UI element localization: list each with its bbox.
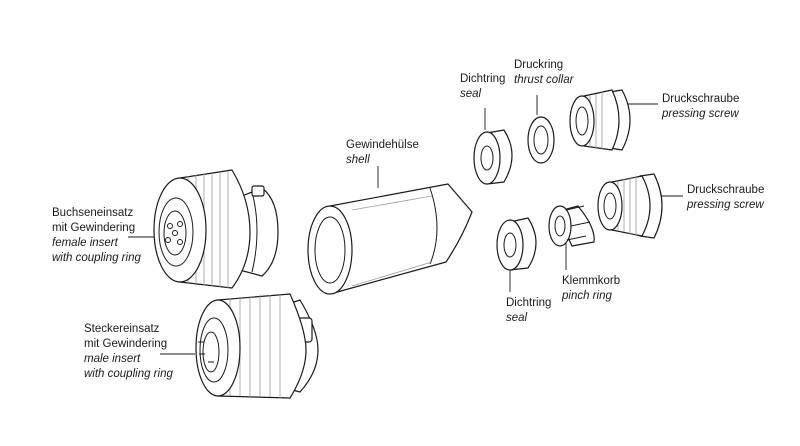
label-de: Dichtring xyxy=(460,73,506,85)
pressing-screw-top-part xyxy=(569,89,631,151)
thrust-collar-part xyxy=(527,116,555,164)
label-male-insert: Steckereinsatz mit Gewindering male inse… xyxy=(84,322,173,382)
seal-top-part xyxy=(473,129,513,185)
label-en: seal xyxy=(460,88,482,100)
label-pressing-screw-top: Druckschraube pressing screw xyxy=(662,92,739,122)
pressing-screw-right-part xyxy=(597,173,663,239)
label-en: seal xyxy=(506,312,528,324)
label-de: Druckschraube xyxy=(662,93,740,105)
label-en: thrust collar xyxy=(514,74,574,86)
male-insert-part xyxy=(195,293,319,399)
label-de-1: Steckereinsatz xyxy=(84,323,160,335)
label-en: shell xyxy=(346,154,370,166)
label-de: Gewindehülse xyxy=(346,139,419,151)
label-de-2: mit Gewindering xyxy=(52,222,136,234)
label-de: Dichtring xyxy=(506,297,552,309)
label-en: pinch ring xyxy=(562,290,612,302)
label-pressing-screw-right: Druckschraube pressing screw xyxy=(687,183,764,213)
seal-bottom-part xyxy=(496,217,537,271)
label-female-insert: Buchseneinsatz mit Gewindering female in… xyxy=(52,206,141,266)
label-en-1: male insert xyxy=(84,353,141,365)
label-thrust-collar: Druckring thrust collar xyxy=(514,58,573,88)
pinch-ring-part xyxy=(548,205,595,247)
label-en: pressing screw xyxy=(662,108,739,120)
label-de-2: mit Gewindering xyxy=(84,338,168,350)
label-seal-top: Dichtring seal xyxy=(460,72,505,102)
label-en-1: female insert xyxy=(52,237,118,249)
leader-lines xyxy=(128,95,683,355)
label-seal-bottom: Dichtring seal xyxy=(506,296,551,326)
female-insert-part xyxy=(153,169,279,289)
shell-part xyxy=(307,183,473,295)
label-en-2: with coupling ring xyxy=(84,368,173,380)
label-de: Klemmkorb xyxy=(562,275,621,287)
label-de: Druckschraube xyxy=(687,184,765,196)
label-de: Druckring xyxy=(514,59,564,71)
label-en: pressing screw xyxy=(687,199,764,211)
label-de-1: Buchseneinsatz xyxy=(52,207,134,219)
label-pinch-ring: Klemmkorb pinch ring xyxy=(562,274,620,304)
label-en-2: with coupling ring xyxy=(52,252,141,264)
label-shell: Gewindehülse shell xyxy=(346,138,419,168)
